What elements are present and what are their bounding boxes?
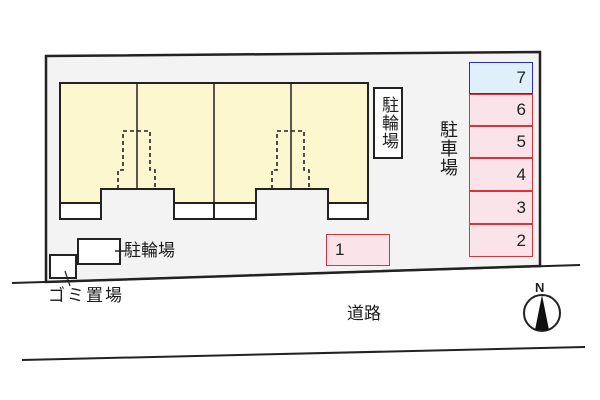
parking-space-number: 6 [516, 100, 526, 119]
bicycle-parking-label-box: 駐輪場 [373, 87, 403, 159]
road-label: 道路 [347, 304, 381, 324]
parking-space-7[interactable]: 7 [469, 62, 533, 94]
bicycle-parking-label-horizontal: 駐輪場 [124, 241, 175, 261]
road-edge-bottom [21, 346, 586, 361]
parking-space-5[interactable]: 5 [469, 126, 533, 158]
garbage-area-box [49, 254, 77, 279]
parking-space-2[interactable]: 2 [469, 224, 533, 257]
car-parking-label: 駐車場 [437, 120, 458, 177]
parking-space-3[interactable]: 3 [469, 191, 533, 224]
bicycle-parking-label: 駐輪場 [378, 96, 398, 150]
north-label: N [535, 280, 545, 295]
parking-space-1[interactable]: 1 [326, 234, 390, 266]
parking-space-number: 3 [516, 197, 526, 217]
parking-space-number: 1 [335, 240, 345, 259]
parking-space-number: 5 [516, 132, 526, 151]
apartment-building [59, 82, 369, 220]
north-arrow-icon [523, 294, 561, 332]
parking-space-number: 7 [516, 68, 526, 87]
road-edge-top [11, 264, 581, 284]
garbage-area-label: ゴミ置場 [48, 286, 124, 306]
parking-space-number: 2 [516, 230, 526, 250]
parking-space-6[interactable]: 6 [469, 94, 533, 126]
parking-space-number: 4 [516, 164, 526, 184]
bicycle-shed-box [77, 238, 121, 265]
parking-space-4[interactable]: 4 [469, 158, 533, 191]
